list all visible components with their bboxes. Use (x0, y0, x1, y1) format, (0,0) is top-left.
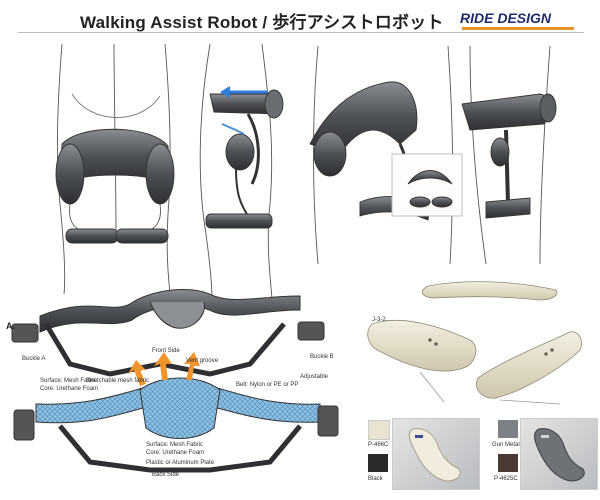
cream-pad-icon (408, 428, 461, 482)
plate-label: Plastic or Aluminum Plate (146, 460, 215, 466)
core-foam-label: Core: Urethane Foam (40, 386, 99, 392)
sketch-three-quarter-view (309, 45, 463, 265)
sketch-rear-view (55, 43, 175, 295)
vent-groove-label: Vent groove (186, 358, 219, 364)
swatch-cream-label: P-466C (368, 442, 389, 448)
stretchable-mesh-label: Stretchable mesh fabric (86, 378, 150, 384)
buckle-a-label: Buckle A (22, 356, 46, 362)
swatch-brown (498, 454, 518, 472)
back-side-label: Back Side (152, 472, 180, 478)
swatch-black (368, 454, 388, 472)
surface-mesh-back-label: Surface: Mesh Fabric (146, 442, 204, 448)
pad-renders (367, 281, 582, 405)
header-divider (18, 32, 584, 33)
page-title: Walking Assist Robot / 歩行アシストロボット (80, 13, 444, 32)
belt-material-label: Belt: Nylon or PE or PP (236, 382, 299, 388)
product-photo-cream (392, 418, 480, 490)
sketch-right-view (461, 45, 557, 265)
section-j-label: J-3-2. (372, 317, 388, 323)
swatch-brown-label: P-4625C (494, 476, 518, 482)
swatch-black-label: Black (368, 476, 383, 482)
brand-underline (462, 27, 574, 30)
front-side-label: Front Side (152, 348, 180, 354)
adjustable-label: Adjustable (300, 374, 329, 380)
swatch-cream (368, 420, 390, 440)
vent-arrows (128, 352, 200, 386)
metallic-pad-icon (534, 428, 585, 482)
buckle-b-label: Buckle B (310, 354, 334, 360)
design-sheet: A. Buckle A Buckle B Front Side Vent gro… (0, 34, 600, 495)
section-a-label: A. (6, 321, 15, 331)
product-photo-metallic (520, 418, 598, 490)
core-foam-back-label: Core: Urethane Foam (146, 450, 205, 456)
swatch-gun-metallic-label: Gun Metallic (492, 442, 526, 448)
belt-back-render (13, 377, 339, 473)
swatch-gun-metallic (498, 420, 518, 438)
sketch-side-view (199, 43, 284, 300)
sketch-canvas (11, 43, 582, 473)
surface-mesh-label: Surface: Mesh Fabric (40, 378, 98, 384)
header: Walking Assist Robot / 歩行アシストロボット RIDE D… (0, 0, 600, 34)
brand-logo: RIDE DESIGN (460, 10, 552, 26)
